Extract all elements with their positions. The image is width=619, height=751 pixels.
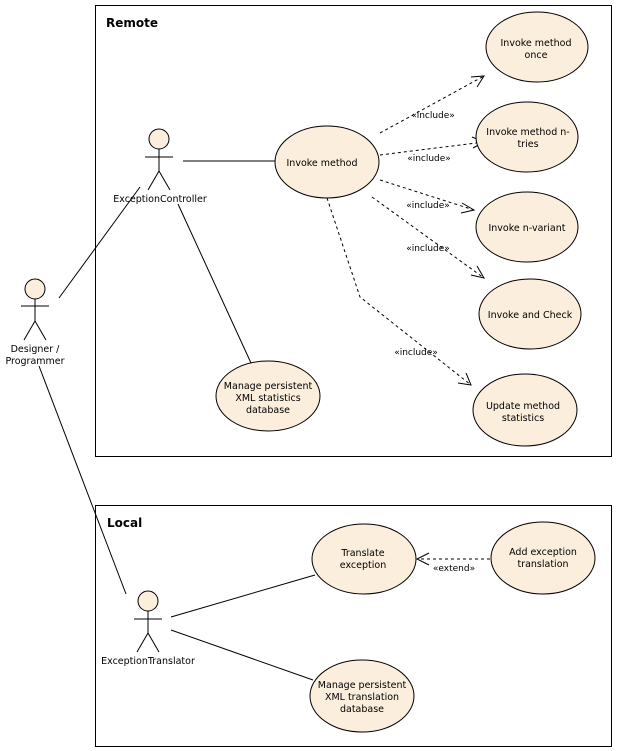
remote-boundary-title: Remote	[106, 16, 158, 30]
use-case-invoke-once: Invoke method once	[485, 11, 589, 83]
assoc-designer-controller	[58, 186, 141, 299]
actor-label: Programmer	[5, 356, 64, 367]
include-n-variant: «include»	[379, 179, 476, 214]
include-once: «include»	[379, 75, 485, 134]
include-label: «include»	[411, 111, 455, 121]
use-case-label: Update method	[486, 401, 560, 412]
assoc-designer-translator	[38, 365, 127, 595]
use-case-invoke-n-tries: Invoke method n- tries	[475, 101, 579, 173]
use-case-label: once	[525, 50, 548, 61]
include-update-statistics: «include»	[326, 197, 472, 386]
use-case-invoke-method: Invoke method	[274, 125, 380, 199]
local-boundary-title: Local	[107, 516, 142, 530]
use-case-label: Manage persistent	[318, 680, 407, 691]
actor-exception-translator: ExceptionTranslator	[101, 590, 195, 667]
actor-designer: Designer / Programmer	[5, 278, 65, 367]
use-case-label: Translate	[340, 548, 384, 559]
use-case-label: database	[246, 405, 290, 416]
use-case-invoke-n-variant: Invoke n-variant	[475, 191, 579, 263]
include-label: «include»	[406, 201, 450, 211]
use-case-label: Invoke method	[501, 38, 572, 49]
use-case-label: Invoke method n-	[486, 127, 569, 138]
use-case-invoke-and-check: Invoke and Check	[478, 278, 582, 350]
include-label: «include»	[406, 244, 450, 254]
use-case-label: Invoke n-variant	[488, 223, 565, 234]
use-case-label: tries	[517, 139, 538, 150]
extend-label: «extend»	[433, 564, 475, 574]
include-and-check: «include»	[371, 196, 486, 279]
assoc-translator-translate	[170, 574, 316, 618]
use-case-label: Invoke and Check	[488, 310, 573, 321]
use-case-update-statistics: Update method statistics	[472, 373, 578, 447]
use-case-label: XML translation	[325, 692, 399, 703]
assoc-controller-manage-stats	[177, 203, 252, 364]
actor-label: ExceptionTranslator	[101, 656, 195, 667]
use-case-label: database	[340, 704, 384, 715]
use-case-label: XML statistics	[235, 393, 300, 404]
include-label: «include»	[394, 348, 438, 358]
use-case-label: statistics	[502, 413, 544, 424]
use-case-label: Manage persistent	[224, 381, 313, 392]
extend-add-translation: «extend»	[415, 552, 490, 574]
actor-label: ExceptionController	[113, 194, 207, 205]
assoc-translator-manage-translation	[170, 629, 314, 681]
actor-exception-controller: ExceptionController	[113, 128, 207, 205]
use-case-label: Invoke method	[287, 158, 358, 169]
use-case-label: exception	[340, 560, 386, 571]
use-case-add-exception-translation: Add exception translation	[490, 521, 596, 595]
use-case-translate-exception: Translate exception	[311, 523, 417, 595]
use-case-label: translation	[517, 559, 568, 570]
use-case-manage-xml-translation: Manage persistent XML translation databa…	[309, 659, 415, 733]
use-case-label: Add exception	[509, 547, 577, 558]
actor-label: Designer /	[11, 344, 61, 355]
include-label: «include»	[407, 154, 451, 164]
use-case-manage-xml-statistics: Manage persistent XML statistics databas…	[215, 360, 321, 432]
